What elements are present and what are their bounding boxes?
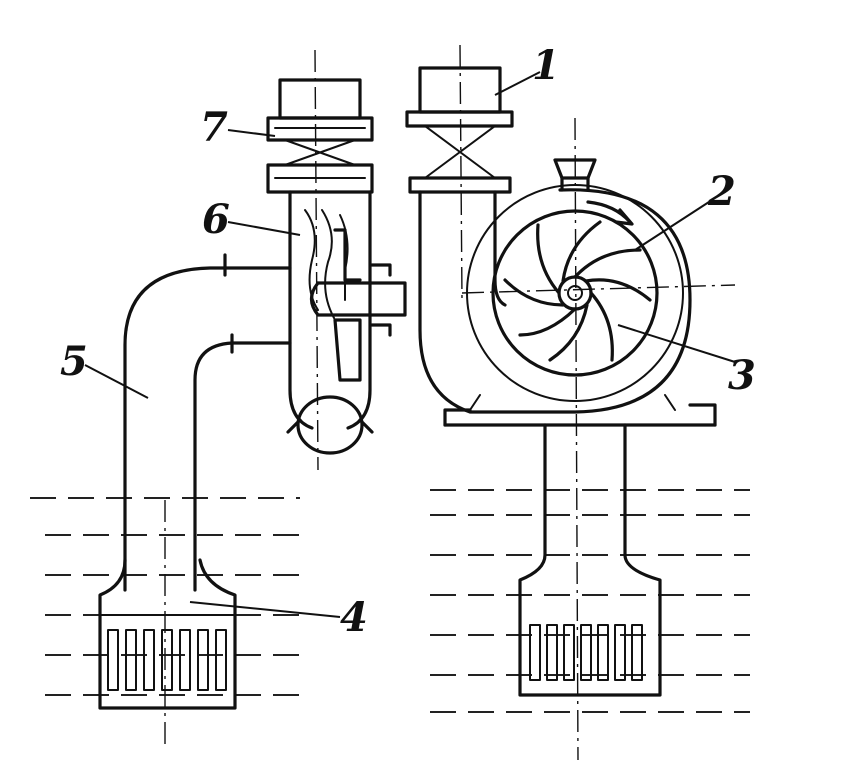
leader-1 — [494, 71, 541, 96]
axis-right-horizontal — [461, 284, 736, 294]
label-7: 7 — [200, 104, 228, 151]
axis-right-vertical — [459, 44, 463, 301]
leader-5 — [84, 364, 149, 399]
axis-left-vertical — [314, 49, 319, 471]
motor-right — [405, 66, 514, 194]
leader-4 — [189, 601, 341, 618]
leader-2 — [634, 199, 713, 251]
label-5: 5 — [60, 338, 88, 385]
axis-right-impeller — [574, 117, 579, 761]
leader-3 — [617, 324, 736, 363]
suction-pipe — [123, 253, 292, 592]
label-1: 1 — [532, 42, 560, 89]
vacuum-housing — [286, 190, 407, 455]
motor-left — [266, 78, 374, 194]
label-6: 6 — [202, 196, 230, 243]
suction-pipe-right — [518, 423, 662, 697]
strainer-left — [98, 558, 237, 710]
label-3: 3 — [728, 352, 756, 399]
label-2: 2 — [708, 168, 736, 215]
leader-7 — [227, 129, 276, 137]
label-4: 4 — [340, 594, 368, 641]
leader-6 — [227, 221, 301, 236]
impeller — [503, 200, 652, 362]
